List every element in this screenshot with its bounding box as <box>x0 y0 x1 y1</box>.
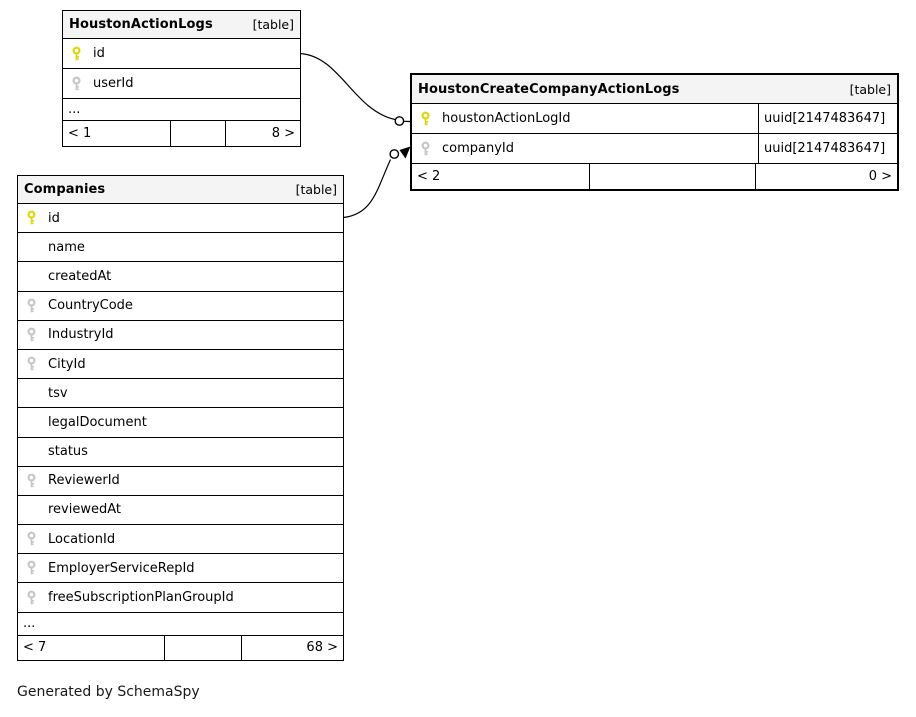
footer-spacer <box>171 121 226 146</box>
column-name: LocationId <box>48 531 116 547</box>
parents-count: < 7 <box>18 635 165 660</box>
column-name: EmployerServiceRepId <box>48 560 195 576</box>
column-row[interactable]: CountryCode <box>18 291 343 321</box>
column-name: reviewedAt <box>48 502 122 518</box>
table-header[interactable]: HoustonCreateCompanyActionLogs [table] <box>412 75 897 104</box>
table-footer: < 7 68 > <box>18 635 343 660</box>
relationship-companyId <box>343 146 411 219</box>
column-name: CityId <box>48 356 86 372</box>
column-name: ... <box>23 616 36 632</box>
column-row[interactable]: CityId <box>18 349 343 380</box>
column-row[interactable]: EmployerServiceRepId <box>18 554 343 584</box>
column-row[interactable]: id <box>63 39 300 69</box>
column-row[interactable]: tsv <box>18 379 343 409</box>
column-name: tsv <box>48 385 68 401</box>
foreign-key-icon <box>27 298 36 312</box>
column-row[interactable]: companyId uuid[2147483647] <box>412 134 897 164</box>
table-footer: < 1 8 > <box>63 121 300 146</box>
column-name: id <box>48 210 60 226</box>
foreign-key-icon <box>27 590 36 604</box>
table-header[interactable]: Companies [table] <box>18 176 343 204</box>
column-name: ... <box>68 102 81 117</box>
foreign-key-icon <box>27 560 36 575</box>
column-name: userId <box>93 76 134 91</box>
foreign-key-icon <box>27 327 36 342</box>
column-name: legalDocument <box>48 414 147 430</box>
column-row[interactable]: createdAt <box>18 262 343 292</box>
primary-key-icon <box>72 46 81 60</box>
table-houston-create-company-action-logs[interactable]: HoustonCreateCompanyActionLogs [table] h… <box>410 73 899 191</box>
foreign-key-icon <box>72 76 81 90</box>
parents-count: < 1 <box>63 121 171 146</box>
column-row[interactable]: reviewedAt <box>18 495 343 526</box>
children-count: 8 > <box>271 126 295 141</box>
column-name: companyId <box>442 141 515 156</box>
column-row[interactable]: IndustryId <box>18 320 343 350</box>
column-type: uuid[2147483647] <box>758 134 897 163</box>
parents-count: < 2 <box>412 164 590 189</box>
column-name: ReviewerId <box>48 473 120 489</box>
primary-key-icon <box>27 210 36 225</box>
column-type: uuid[2147483647] <box>758 104 897 133</box>
column-name: status <box>48 444 88 460</box>
column-row[interactable]: ReviewerId <box>18 466 343 496</box>
table-companies[interactable]: Companies [table] id name createdAt <box>17 175 344 661</box>
table-header[interactable]: HoustonActionLogs [table] <box>63 11 300 39</box>
column-name: IndustryId <box>48 327 114 343</box>
table-houston-action-logs[interactable]: HoustonActionLogs [table] id userId <box>62 10 301 147</box>
column-name: freeSubscriptionPlanGroupId <box>48 590 234 606</box>
column-list: id name createdAt CountryCode <box>18 204 343 636</box>
column-list: houstonActionLogId uuid[2147483647] comp… <box>412 104 897 164</box>
column-row[interactable]: LocationId <box>18 525 343 555</box>
odot-endpoint <box>394 116 405 126</box>
column-row[interactable]: houstonActionLogId uuid[2147483647] <box>412 104 897 134</box>
column-name: createdAt <box>48 268 112 284</box>
table-name[interactable]: Companies <box>24 182 106 197</box>
column-name: houstonActionLogId <box>442 111 571 126</box>
footer-spacer <box>165 635 242 660</box>
column-row[interactable]: id <box>18 204 343 234</box>
foreign-key-icon <box>27 356 36 371</box>
table-name[interactable]: HoustonActionLogs <box>69 17 213 32</box>
column-row[interactable]: ... <box>63 99 300 121</box>
table-footer: < 2 0 > <box>412 164 897 189</box>
column-row[interactable]: name <box>18 233 343 263</box>
children-count: 0 > <box>868 169 892 184</box>
column-row[interactable]: freeSubscriptionPlanGroupId <box>18 583 343 613</box>
column-row[interactable]: legalDocument <box>18 408 343 438</box>
foreign-key-icon <box>421 141 430 155</box>
relationship-houstonActionLogId <box>299 52 411 126</box>
table-name[interactable]: HoustonCreateCompanyActionLogs <box>418 81 680 97</box>
children-count: 68 > <box>306 640 338 656</box>
column-row[interactable]: userId <box>63 69 300 99</box>
table-tag: [table] <box>252 17 294 32</box>
odot-endpoint <box>389 149 400 159</box>
foreign-key-icon <box>27 473 36 487</box>
foreign-key-icon <box>27 531 36 546</box>
table-tag: [table] <box>295 182 337 197</box>
column-name: id <box>93 46 105 61</box>
column-row[interactable]: status <box>18 437 343 467</box>
primary-key-icon <box>421 111 430 125</box>
arrowhead <box>399 146 411 159</box>
column-list: id userId ... <box>63 39 300 121</box>
column-name: name <box>48 239 85 255</box>
column-row[interactable]: ... <box>18 612 343 636</box>
table-tag: [table] <box>849 81 891 97</box>
column-name: CountryCode <box>48 298 133 314</box>
footer-spacer <box>590 164 756 189</box>
generated-by-note: Generated by SchemaSpy <box>17 684 200 700</box>
